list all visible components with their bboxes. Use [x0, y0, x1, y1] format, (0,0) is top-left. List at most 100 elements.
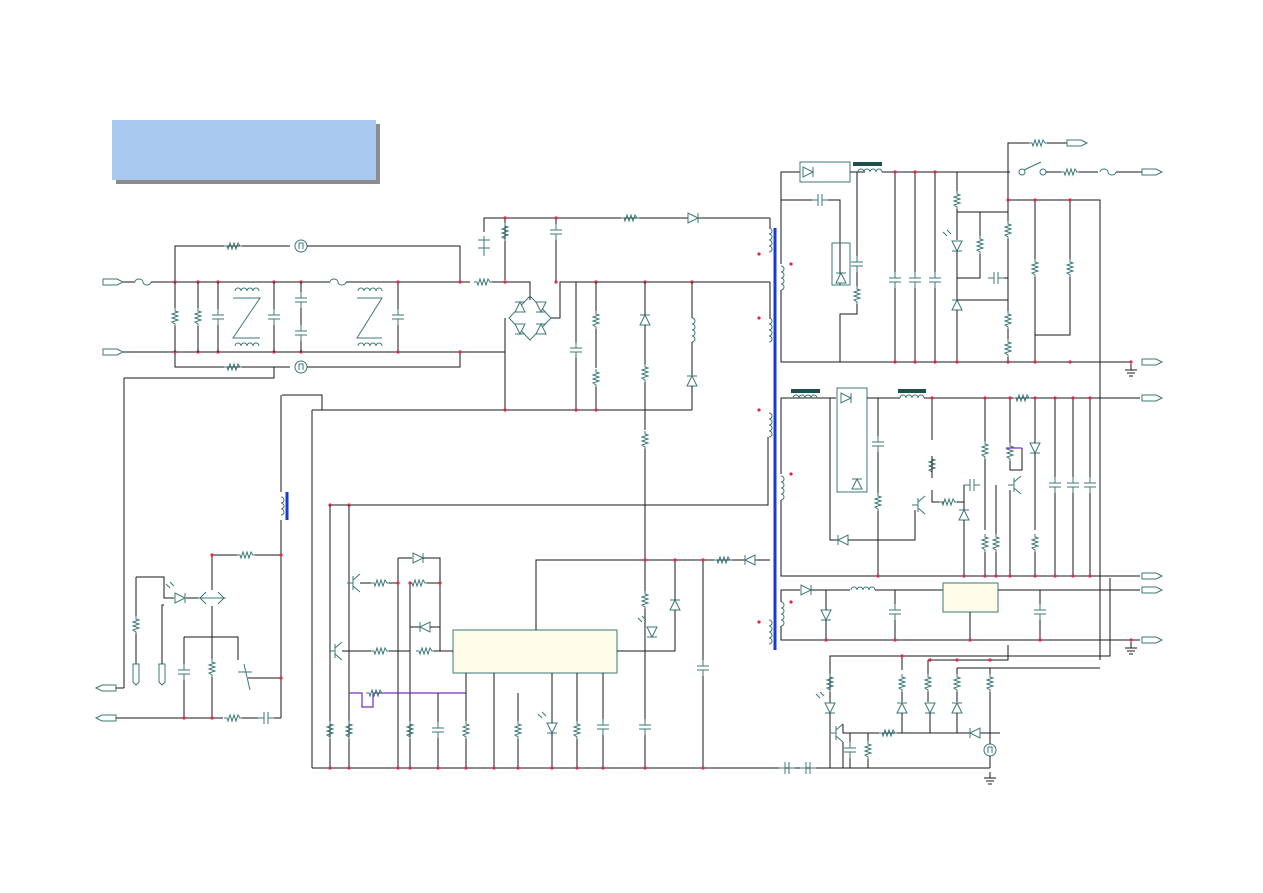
- connector-arrow-icon: [1066, 139, 1089, 147]
- junction-dot: [789, 600, 793, 604]
- junction-dot: [438, 581, 442, 585]
- junction-dot: [789, 262, 793, 266]
- inductor-icon: [780, 475, 785, 501]
- resistor-icon: [952, 191, 962, 209]
- wire: [848, 510, 916, 541]
- connector-arrow-icon: [1141, 358, 1164, 366]
- fuse-icon: [1099, 168, 1117, 176]
- connector-arrow-icon: [1141, 168, 1164, 176]
- diode-icon: [836, 534, 849, 546]
- capacitor-icon: [268, 309, 280, 325]
- resistor-icon: [621, 213, 639, 223]
- resistor-icon: [1029, 138, 1047, 148]
- junction-dot: [994, 574, 998, 578]
- junction-dot: [1038, 638, 1042, 642]
- transistor-icon: [912, 495, 926, 515]
- diode-icon: [802, 166, 815, 178]
- wire: [483, 217, 770, 232]
- junction-dot: [1088, 574, 1092, 578]
- junction-dot: [554, 216, 558, 220]
- junction-dot: [893, 638, 897, 642]
- wire: [780, 397, 836, 474]
- led-icon: [174, 592, 187, 604]
- junction-dot: [955, 658, 959, 662]
- wire: [829, 398, 838, 541]
- diode-icon: [800, 584, 813, 596]
- diode-icon: [958, 508, 970, 521]
- junction-dot: [913, 360, 917, 364]
- led-icon: [951, 240, 963, 253]
- junction-dot: [968, 638, 972, 642]
- resistor-icon: [1005, 443, 1015, 461]
- resistor-icon: [873, 493, 883, 511]
- resistor-icon: [224, 362, 242, 372]
- junction-dot: [900, 654, 904, 658]
- title-block: [112, 120, 376, 180]
- junction-dot: [347, 766, 351, 770]
- resistor-icon: [591, 311, 601, 329]
- inductor-icon: [850, 586, 876, 591]
- junction-dot: [574, 408, 578, 412]
- junction-dot: [279, 553, 283, 557]
- capacitor-icon: [800, 762, 816, 774]
- capacitor-icon: [851, 256, 863, 272]
- capacitor-icon: [258, 712, 274, 724]
- diode-icon: [924, 702, 936, 715]
- capacitor-icon: [1034, 604, 1046, 620]
- resistor-icon: [1003, 221, 1013, 239]
- resistor-icon: [879, 728, 897, 738]
- led-light-icon: [637, 615, 647, 623]
- capacitor-icon: [929, 272, 941, 288]
- resistor-icon: [416, 646, 434, 656]
- junction-dot: [913, 170, 917, 174]
- inductor-icon: [768, 317, 773, 343]
- common-mode-choke-icon: [356, 297, 383, 339]
- capacitor-icon: [964, 479, 980, 491]
- probe-icon: [158, 663, 166, 686]
- junction-dot: [182, 716, 186, 720]
- common-mode-choke-icon: [232, 297, 261, 339]
- wire: [780, 589, 800, 602]
- junction-dot: [701, 558, 705, 562]
- capacitor-icon: [570, 342, 582, 358]
- resistor-icon: [985, 674, 995, 692]
- junction-dot: [408, 581, 412, 585]
- junction-dot: [757, 408, 761, 412]
- connector-arrow-icon: [102, 278, 125, 286]
- junction-dot: [930, 396, 934, 400]
- resistor-icon: [371, 578, 389, 588]
- ground-icon: [1125, 364, 1137, 377]
- wire: [1035, 277, 1071, 336]
- transistor-icon: [1008, 475, 1022, 495]
- regulator-ic-icon: [942, 582, 999, 613]
- wire: [136, 576, 174, 599]
- diode-icon: [851, 477, 863, 490]
- junction-dot: [1129, 638, 1133, 642]
- capacitor-icon: [550, 224, 562, 240]
- junction-dot: [893, 170, 897, 174]
- wire: [1009, 448, 1023, 471]
- connector-arrow-icon: [102, 348, 125, 356]
- capacitor-icon: [812, 194, 828, 206]
- resistor-icon: [825, 674, 835, 692]
- wire-highlight: [349, 692, 466, 708]
- connector-arrow-icon: [94, 714, 117, 722]
- junction-dot: [757, 316, 761, 320]
- junction-dot: [492, 766, 496, 770]
- diode-icon: [639, 313, 651, 326]
- resistor-icon: [513, 721, 523, 739]
- led-light-icon: [537, 711, 547, 719]
- led-light-icon: [942, 229, 952, 237]
- junction-dot: [396, 350, 400, 354]
- resistor-icon: [237, 550, 255, 560]
- resistor-icon: [640, 431, 650, 449]
- resistor-icon: [207, 659, 217, 677]
- wire: [839, 304, 858, 362]
- connector-arrow-icon: [1141, 636, 1164, 644]
- junction-dot: [1006, 198, 1010, 202]
- led-icon: [646, 626, 658, 639]
- inductor-icon: [780, 601, 785, 627]
- pwm-controller-ic-icon: [452, 629, 618, 674]
- ground-icon: [984, 772, 996, 785]
